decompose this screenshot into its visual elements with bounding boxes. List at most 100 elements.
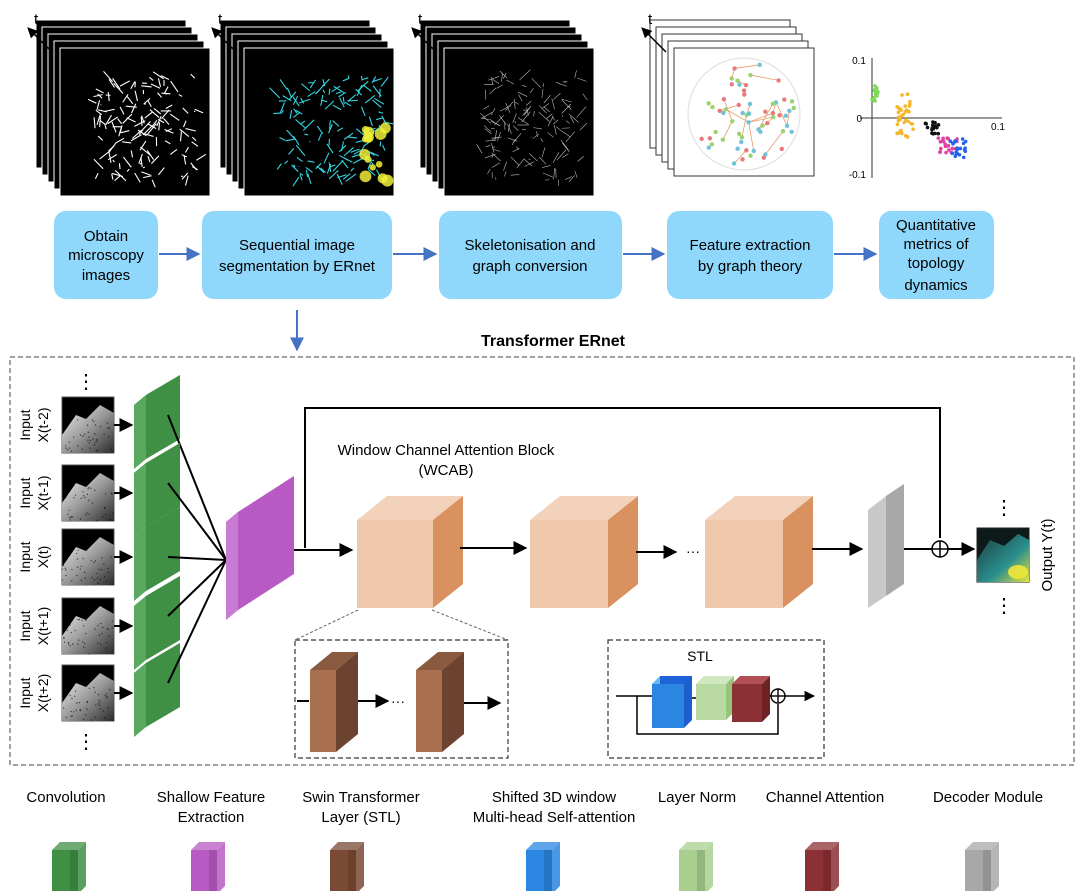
scatter-point [873,92,878,97]
scatter-tick-y-bottom: -0.1 [849,170,867,181]
time-axis-label: t [34,11,39,28]
scatter-point [963,146,967,150]
add-operator-main [931,540,949,558]
input-frame-label: X(t) [35,546,51,569]
step-quantitative-metrics: Quantitative metrics of topology dynamic… [879,211,994,299]
stl-detail-flow [616,695,779,735]
step-1-line-2: microscopy [68,247,144,264]
skip-connection [304,407,941,548]
step-5-line-1: Quantitative [896,217,976,234]
wcab-label-line-1: Window Channel Attention Block [338,442,555,459]
scatter-point [931,120,935,124]
time-axis-label: t [218,11,223,28]
input-frame-label: X(t-1) [35,476,51,511]
scatter-point [933,131,937,136]
scatter-point [903,104,907,108]
scatter-tick-x-right: 0.1 [991,122,1005,133]
scatter-points [870,84,968,160]
output-ellipsis-bottom: ⋮ [994,595,1014,617]
scatter-tick-y-top: 0.1 [852,56,866,67]
stl-chain-dots: ··· [391,693,405,709]
step-2-line-1: Sequential image [239,237,355,254]
architecture-title: Transformer ERnet [481,333,626,350]
scatter-point [957,152,962,157]
legend-item: Decoder Module [933,789,1043,891]
scatter-point [871,98,876,103]
scatter-point [938,150,942,154]
conv-to-shallow-line [167,414,227,561]
step-feature-extraction: Feature extraction by graph theory [667,211,833,299]
scatter-point [896,131,901,136]
legend-label: Channel Attention [766,789,884,806]
scatter-point [900,93,904,97]
scatter-point [942,139,946,144]
add-operator-stl [770,688,786,704]
stl-block [310,652,358,752]
scatter-point [946,136,951,141]
step-segmentation: Sequential image segmentation by ERnet [202,211,392,299]
decoder-block [868,484,904,608]
scatter-point [955,146,959,150]
scatter-point [911,127,915,132]
legend-label: Extraction [178,809,245,826]
legend-label: Shifted 3D window [492,789,616,806]
scatter-point [905,92,910,97]
time-axis-label: t [648,11,653,28]
conv-to-shallow-line [167,559,227,617]
channel-attention-block [732,676,770,722]
layer-norm-block [696,676,734,720]
stl-chain-frame [294,639,509,759]
scatter-point [939,146,943,151]
legend-item: Channel Attention [766,789,884,891]
step-skeletonisation: Skeletonisation and graph conversion [439,211,622,299]
input-word: Input [17,541,33,572]
inputs-ellipsis-bottom: ⋮ [76,731,96,753]
wcab-block [357,496,463,608]
legend-label: Convolution [26,789,105,806]
step-4-line-2: by graph theory [698,258,803,275]
stl-blocks [310,652,464,752]
scatter-point [947,148,951,152]
scatter-point [902,120,907,125]
shallow-feature-block [226,476,294,620]
output-image [976,527,1030,583]
scatter-point [903,134,908,138]
legend-swatch [52,850,78,891]
step-1-line-1: Obtain [84,228,128,245]
scatter-point [961,141,966,146]
scatter-point [925,125,930,130]
scatter-point [906,119,911,124]
scatter-point [907,102,912,107]
topology-scatter-plot: 0.1 0 -0.1 0.1 [849,56,1006,181]
step-3-line-1: Skeletonisation and [465,237,596,254]
legend-swatch [330,850,356,891]
input-frame-label: X(t-2) [35,408,51,443]
microscopy-stack [35,19,211,197]
time-axis-label: t [418,11,423,28]
stl-block [416,652,464,752]
legend-label: Shallow Feature [157,789,265,806]
scatter-point [953,139,958,143]
step-3-line-2: graph conversion [472,258,587,275]
scatter-point [938,139,943,144]
scatter-point [936,131,941,136]
scatter-point [943,144,948,149]
scatter-point [895,122,900,127]
conv-block [134,443,180,537]
wcab-chain-dots: ··· [686,543,700,559]
graph-stack [649,19,815,177]
wcab-block [530,496,638,608]
scatter-point [898,115,902,120]
conv-block [134,576,180,670]
scatter-point [875,86,879,90]
scatter-point [876,89,880,94]
pipeline-arrows [159,247,878,352]
scatter-point [960,137,965,141]
